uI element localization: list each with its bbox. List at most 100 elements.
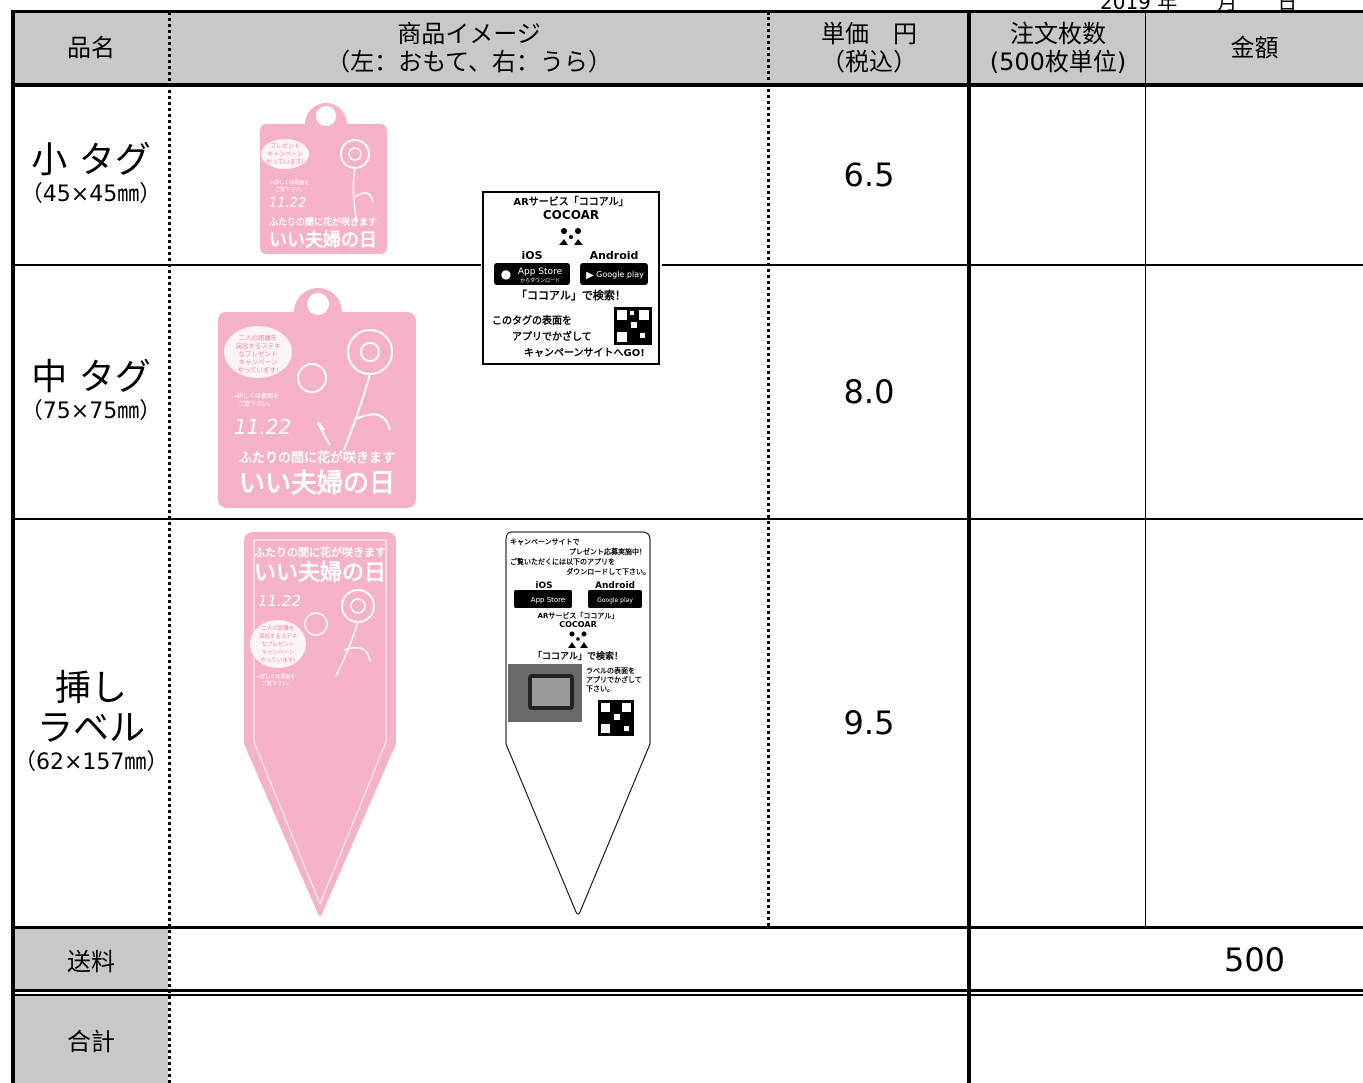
medium-tag-brand: いい夫婦の日 [239,469,395,499]
play-icon: ▶ [586,270,594,281]
header-price-line2: （税込） [821,48,917,76]
small-tag-brand: いい夫婦の日 [269,229,377,251]
cocoar-logo-icon [568,631,588,648]
medium-tag-label: 中 タグ [31,357,151,398]
label-back-r3: 下さい。 [586,684,614,693]
tag-back-android: Android [590,249,639,262]
small-tag-date: 11.22 [269,196,306,211]
small-tag-detail: →詳しくは裏面を [270,179,309,186]
label-detail: →詳しくは裏面を [256,673,295,680]
medium-tag-size: （75×75㎜） [20,399,162,424]
stick-label-back-image: キャンペーンサイトで プレゼント応募実施中！ ご覧いただくには以下のアプリを ダ… [505,531,651,915]
label-date: 11.22 [258,592,301,610]
row-small-tag-name: 小 タグ （45×45㎜） [14,86,168,264]
qty-stick-label-cell[interactable] [972,522,1144,926]
medium-tag-tagline: ふたりの間に花が咲きます [239,450,395,466]
tag-back-googleplay: Google play [596,270,644,279]
medium-tag-bubble-3: なプレゼント [239,349,278,358]
tag-back-appstore: App Store [518,267,563,277]
small-tag-bubble-2: キャンペーン [267,151,303,158]
price-stick-label: 9.5 [843,704,895,742]
tag-back-ios: iOS [521,249,542,262]
label-back-cocoar: COCOAR [559,620,596,629]
label-bubble-3: なプレゼント [261,640,294,648]
header-unit-price: 単価 円 （税込） [770,12,968,84]
price-medium-tag: 8.0 [843,373,895,411]
medium-tag-bubble-2: 演出するステキ [235,341,281,350]
app-store-badge [494,263,570,285]
header-price-line1: 単価 円 [821,20,917,48]
amount-small-tag-cell[interactable] [1148,86,1363,264]
stick-label-front-image: ふたりの間に花が咲きます いい夫婦の日 11.22 二人の距離を 演出するステキ… [244,532,396,916]
header-image-line1: 商品イメージ [397,20,541,48]
shipping-label-cell: 送料 [14,929,168,990]
label-bubble-4: キャンペーン [262,649,295,656]
stick-label-line1: 挿し [54,668,127,709]
label-back-googleplay: Google play [597,597,633,604]
label-back-r1: ラベルの表面を [586,666,635,675]
tag-back-line2: アプリでかざして [512,330,592,343]
header-product-image: 商品イメージ （左：おもて、右：うら） [170,12,768,84]
label-back-android: Android [595,581,635,591]
qty-medium-tag-cell[interactable] [972,268,1144,518]
label-back-ios: iOS [535,581,552,591]
label-back-l2: プレゼント応募実施中！ [569,547,646,556]
qty-small-tag-cell[interactable] [972,86,1144,264]
medium-tag-bubble-1: 二人の距離を [239,333,278,342]
row-medium-tag-name: 中 タグ （75×75㎜） [14,266,168,518]
tag-back-appstore-sub: からダウンロード [520,277,560,284]
header-row [12,12,1363,84]
price-small-tag: 6.5 [843,156,895,194]
tag-back-service: ARサービス「ココアル」 [513,195,628,208]
label-back-search: 「ココアル」で検索！ [533,650,623,662]
stick-label-line2: ラベル [36,708,145,749]
label-bubble-5: やっています! [261,656,296,664]
medium-tag-bubble-4: キャンペーン [239,358,278,366]
label-back-appstore: App Store [531,596,565,604]
label-back-l1: キャンペーンサイトで [510,538,580,546]
medium-tag-detail: →詳しくは裏面を [232,392,279,400]
small-tag-detail-2: ご覧下さい。 [275,186,305,193]
small-tag-bubble-1: プレゼント [270,142,300,150]
header-image-line2: （左：おもて、右：うら） [326,48,612,76]
tag-back-search: 「ココアル」で検索！ [516,288,626,302]
label-back-l3: ご覧いただくには以下のアプリを [510,557,615,566]
header-qty-line2: (500枚単位) [989,48,1127,76]
qr-code-icon [598,700,634,736]
small-tag-label: 小 タグ [31,140,151,181]
header-product-name: 品名 [67,34,115,62]
label-back-r2: アプリでかざして [586,675,642,684]
medium-tag-bubble-5: やっています! [237,366,278,374]
cocoar-logo-icon [559,228,583,245]
tag-back-image: ARサービス「ココアル」 COCOAR iOS Android ● App St… [482,191,660,365]
small-tag-size: （45×45㎜） [20,182,162,207]
label-back-l4: ダウンロードして下さい。 [566,567,650,576]
qr-code-icon [614,307,652,345]
apple-icon: ● [501,267,511,281]
label-brand: いい夫婦の日 [254,560,386,586]
tag-back-line1: このタグの表面を [492,314,572,327]
medium-tag-front-image: 二人の距離を 演出するステキ なプレゼント キャンペーン やっています! →詳し… [218,288,416,508]
google-play-badge [588,590,642,608]
google-play-badge [580,263,648,285]
medium-tag-detail-2: ご覧下さい。 [238,400,274,408]
total-label-cell: 合計 [14,996,168,1083]
tag-back-line3: キャンペーンサイトへGO! [524,347,645,359]
small-tag-front-image: プレゼント キャンペーン やっています! →詳しくは裏面を ご覧下さい。 11.… [260,103,387,254]
small-tag-bubble-3: やっています! [266,158,304,166]
label-bubble-2: 演出するステキ [259,632,298,640]
small-tag-tagline: ふたりの間に花が咲きます [269,216,377,228]
label-bubble-1: 二人の距離を [261,624,294,632]
app-store-badge [514,590,572,608]
label-detail-2: ご覧下さい。 [262,680,292,687]
stick-label-size: （62×157㎜） [14,750,169,775]
medium-tag-date: 11.22 [234,415,291,439]
header-qty-line1: 注文枚数 [1010,20,1106,48]
label-tagline: ふたりの間に花が咲きます [254,545,386,559]
header-quantity: 注文枚数 (500枚単位) [970,12,1146,84]
amount-stick-label-cell[interactable] [1148,522,1363,926]
header-amount: 金額 [1230,34,1279,62]
row-stick-label-name: 挿し ラベル （62×157㎜） [14,520,168,926]
amount-medium-tag-cell[interactable] [1148,268,1363,518]
total-amount-cell[interactable] [972,996,1363,1083]
